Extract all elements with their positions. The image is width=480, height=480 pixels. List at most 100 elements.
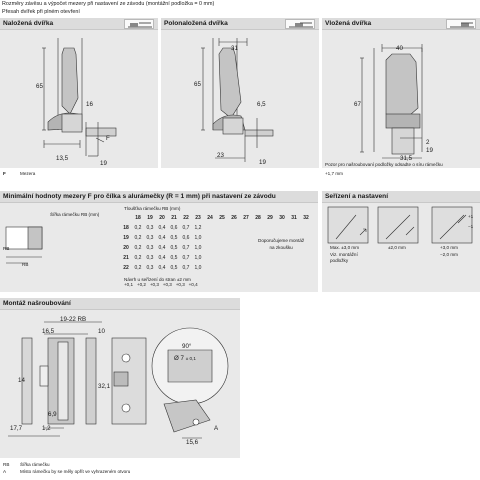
mount-dim-a: A <box>214 425 219 432</box>
half-dim-6-5: 6,5 <box>257 101 266 108</box>
table-column-header: 23 <box>195 215 201 221</box>
mount-dim-6-9: 6,9 <box>48 411 57 418</box>
inset-dim-2: 2 <box>426 139 430 146</box>
table-column-header: 25 <box>219 215 225 221</box>
panel-overlay-header: Naložená dvířka <box>0 18 158 30</box>
table-row-label: 22 <box>123 265 129 271</box>
adjust-item-1-line-2: Viz. montážní <box>330 251 358 257</box>
legend-rb-key: RB <box>3 462 10 467</box>
table-cell: 0,2 <box>134 235 142 241</box>
legend-rb-value: Šířka rámečku <box>20 462 50 467</box>
mount-dim-1-2: 1,2 <box>42 425 51 432</box>
table-cell: 0,3 <box>146 265 154 271</box>
table-cell: 0,4 <box>158 225 166 231</box>
adjust-header: Seřízení a nastavení <box>322 191 480 203</box>
table-column-header: 30 <box>279 215 285 221</box>
frame-profile-icon <box>5 226 43 264</box>
table-cell: 1,2 <box>194 225 202 231</box>
inset-dim-31-5: 31,5 <box>400 155 413 162</box>
plus-value: +0,2 <box>136 282 146 287</box>
table-cell: 1,0 <box>194 255 202 261</box>
adjust-item-3-line-2: −2,0 mm <box>440 251 458 257</box>
panel-adjustment: Seřízení a nastavení +1 −1 Max. ±3,0 mm … <box>322 191 480 292</box>
panel-overlay-title: Naložená dvířka <box>3 20 54 27</box>
panel-overlay: Naložená dvířka <box>0 18 158 168</box>
plus-value: +0,3 <box>149 282 159 287</box>
inset-note-line-1: Pozor pro našroubovaní podložky odsadte … <box>325 162 443 167</box>
table-note-line-1: Doporučujeme montáž <box>258 238 305 243</box>
inset-dim-19: 19 <box>426 147 433 154</box>
overlay-dim-f: F <box>106 135 110 142</box>
panel-half-header: Polonaložená dvířka <box>161 18 319 30</box>
table-cell: 0,2 <box>134 245 142 251</box>
inset-dim-40: 40 <box>396 45 403 52</box>
table-note-line-2: na zkoušku <box>269 244 293 250</box>
table-column-header: 31 <box>291 215 297 221</box>
plus-values-row: +0,1 +0,2 +0,3 +0,3 +0,3 +0,4 <box>124 282 198 288</box>
inset-hinge-drawing <box>360 44 423 159</box>
table-row-label: 21 <box>123 255 129 261</box>
half-dim-65: 65 <box>194 81 201 88</box>
table-cell: 0,6 <box>170 225 178 231</box>
table-row-label: 20 <box>123 245 129 251</box>
adjust-item-3-line-1: +3,0 mm <box>440 245 458 250</box>
table-cell: 0,5 <box>170 265 178 271</box>
panel-mounting: Montáž našroubování 19-22 RB 16,5 10 14 … <box>0 298 240 458</box>
mount-dim-15-6: 15,6 <box>186 439 199 446</box>
legend-f-value: Mezera <box>20 171 36 176</box>
table-title: Minimální hodnoty mezery F pro čílka s a… <box>3 193 276 200</box>
mount-dim-90: 90° <box>182 343 192 350</box>
table-cell: 0,3 <box>146 235 154 241</box>
adjust-item-2: ±2,0 mm <box>388 245 406 251</box>
plus-value: +0,3 <box>162 282 172 287</box>
rb-label-2: RB <box>22 262 29 267</box>
panel-inset-header: Vložená dvířka <box>322 18 480 30</box>
table-cell: 0,3 <box>146 225 154 231</box>
mount-dim-d7: Ø 7 ± 0,1 <box>174 355 196 362</box>
table-cell: 0,2 <box>134 265 142 271</box>
panel-half-overlay: Polonaložená dvířka 31 <box>161 18 319 168</box>
mount-dim-16-5: 16,5 <box>42 328 55 335</box>
mount-dim-17-7: 17,7 <box>10 425 23 432</box>
table-cell: 0,7 <box>182 255 190 261</box>
mount-dim-d7-tolerance: ± 0,1 <box>185 356 196 361</box>
legend-f-key: F <box>3 171 6 176</box>
mount-title: Montáž našroubování <box>3 300 71 307</box>
table-column-header: 18 <box>135 215 141 221</box>
table-row-label: 19 <box>123 235 129 241</box>
overlay-dim-13-5: 13,5 <box>56 155 69 162</box>
table-column-header: 28 <box>255 215 261 221</box>
adjust-item-2-line-1: ±2,0 mm <box>388 245 406 250</box>
rb-label-1: RB <box>3 246 10 251</box>
table-cell: 0,5 <box>170 235 178 241</box>
mount-dim-32-1: 32,1 <box>98 383 111 390</box>
table-column-header: 21 <box>171 215 177 221</box>
table-cell: 0,3 <box>146 255 154 261</box>
overlay-dim-16: 16 <box>86 101 93 108</box>
inset-door-icon <box>446 19 476 29</box>
adjust-item-1-line-1: Max. ±3,0 mm <box>330 245 360 250</box>
table-row-label: 18 <box>123 225 129 231</box>
inset-door-glyph <box>450 22 474 28</box>
panel-half-title: Polonaložená dvířka <box>164 20 228 27</box>
adjust-title: Seřízení a nastavení <box>325 193 389 200</box>
mount-dim-10: 10 <box>98 328 105 335</box>
table-cell: 1,0 <box>194 245 202 251</box>
half-hinge-drawing <box>201 38 274 162</box>
mount-dim-14: 14 <box>18 377 25 384</box>
overlay-door-icon <box>124 19 154 29</box>
table-cell: 1,0 <box>194 265 202 271</box>
adjust-drawing <box>327 206 473 244</box>
table-cell: 0,6 <box>182 235 190 241</box>
half-overlay-glyph <box>289 22 313 28</box>
half-overlay-door-icon <box>285 19 315 29</box>
table-cell: 0,7 <box>182 225 190 231</box>
mount-dim-d7-value: Ø 7 <box>174 355 184 362</box>
table-cell: 0,2 <box>134 225 142 231</box>
table-column-header: 22 <box>183 215 189 221</box>
